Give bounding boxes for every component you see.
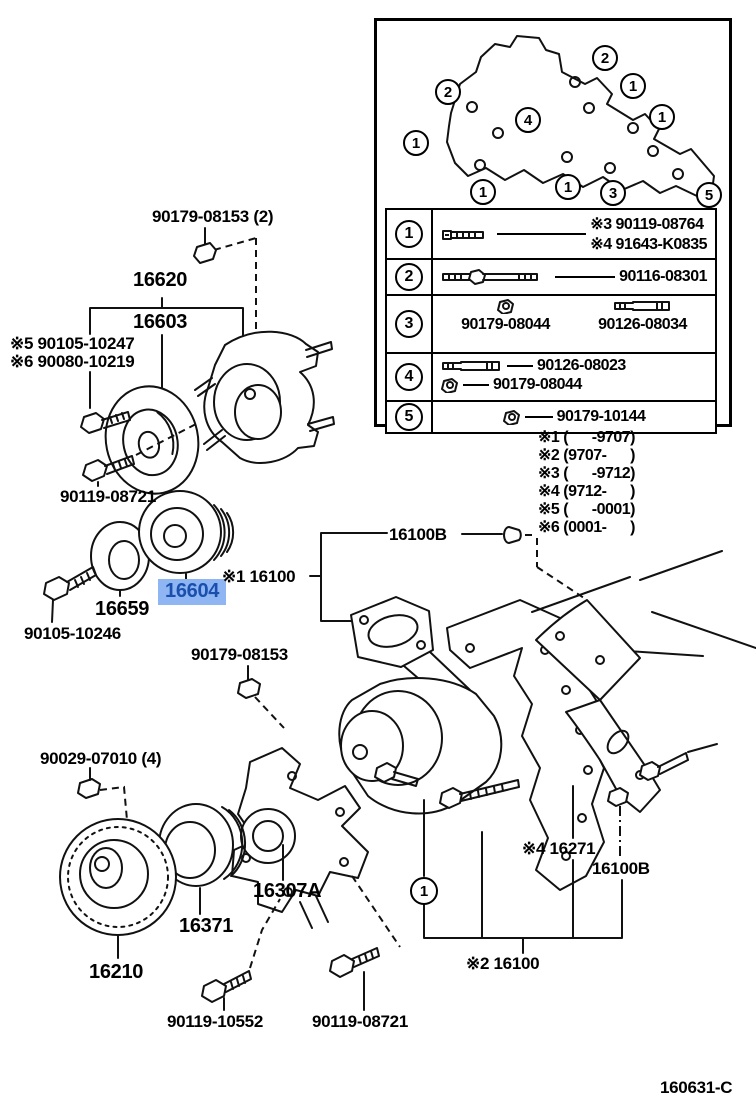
idler-pulley-16604-art xyxy=(43,490,585,623)
table-part-number: 90126-08034 xyxy=(598,316,687,333)
row-callout: 5 xyxy=(395,403,423,431)
water-pump-art xyxy=(338,596,605,891)
part-label-90119-08721-top: 90119-08721 xyxy=(60,487,156,506)
table-part-number: 90116-08301 xyxy=(619,268,707,285)
part-label-16271-star4: ※4 16271 xyxy=(522,839,596,858)
part-label-16659: 16659 xyxy=(95,598,150,620)
row-callout: 2 xyxy=(395,263,423,291)
table-part-number: 90179-10144 xyxy=(556,408,646,425)
stud-icon xyxy=(613,301,670,311)
part-label-90080-10219: ※6 90080-10219 xyxy=(10,352,135,371)
table-part-number: 90179-08044 xyxy=(493,376,582,393)
nut-icon xyxy=(496,299,514,314)
callout-4: 4 xyxy=(515,107,541,133)
table-part-number: ※3 90119-08764 xyxy=(590,216,704,233)
part-label-16371: 16371 xyxy=(179,915,234,937)
date-range-legend: ※1 ( -9707) ※2 (9707- ) ※3 ( -9712) ※4 (… xyxy=(538,429,636,537)
table-row: 4 90126-08023 90179-08044 xyxy=(387,354,715,402)
part-label-90119-08721-bottom: 90119-08721 xyxy=(312,1012,408,1031)
table-part-number: 90179-08044 xyxy=(461,316,550,333)
callout-2: 2 xyxy=(592,45,618,71)
callout-1: 1 xyxy=(470,179,496,205)
part-label-16100b-bottom: 16100B xyxy=(592,859,650,878)
callout-1: 1 xyxy=(403,130,429,156)
legend-entry: ※5 ( -0001) xyxy=(538,501,636,518)
nut-icon xyxy=(502,410,520,425)
stud-icon xyxy=(442,269,538,285)
table-part-number: ※4 91643-K0835 xyxy=(590,236,707,253)
fastener-table: 1 ※3 90119-08764 ※4 91643-K0835 2 90116-… xyxy=(385,208,717,434)
part-label-16100-star1: ※1 16100 xyxy=(222,567,296,586)
table-row: 3 90179-08044 90126-08034 xyxy=(387,296,715,354)
part-label-16603: 16603 xyxy=(133,311,188,333)
legend-entry: ※4 (9712- ) xyxy=(538,483,636,500)
legend-entry: ※6 (0001- ) xyxy=(538,519,636,536)
table-part-number: 90126-08023 xyxy=(537,357,626,374)
fastener-reference-box: 2 1 1 2 4 1 1 1 3 5 1 ※3 90119-08764 ※4 … xyxy=(374,18,732,434)
nut-icon xyxy=(441,378,458,393)
part-label-16100-star2: ※2 16100 xyxy=(466,954,540,973)
timing-cover-art xyxy=(531,550,756,856)
part-label-90105-10246: 90105-10246 xyxy=(24,624,121,643)
part-label-90029-07010: 90029-07010 (4) xyxy=(40,749,162,768)
row-callout: 3 xyxy=(395,310,423,338)
part-label-16620: 16620 xyxy=(133,269,188,291)
bolt-icon xyxy=(442,230,484,240)
callout-2: 2 xyxy=(435,79,461,105)
callout-1-bottom: 1 xyxy=(410,877,438,905)
legend-entry: ※3 ( -9712) xyxy=(538,465,636,482)
part-label-16100b-top: 16100B xyxy=(389,525,447,544)
part-label-90105-10247: ※5 90105-10247 xyxy=(10,334,135,353)
callout-1: 1 xyxy=(620,73,646,99)
stud-icon xyxy=(442,361,500,371)
part-label-90119-10552: 90119-10552 xyxy=(167,1012,263,1031)
fan-drive-art xyxy=(59,665,401,1011)
row-callout: 1 xyxy=(395,220,423,248)
tensioner-assembly-art xyxy=(80,227,335,495)
bottom-bracket-lines xyxy=(423,785,623,954)
table-row: 5 90179-10144 xyxy=(387,402,715,432)
inset-manifold-art xyxy=(446,35,715,198)
part-label-16210: 16210 xyxy=(89,961,144,983)
callout-1: 1 xyxy=(649,104,675,130)
legend-entry: ※2 (9707- ) xyxy=(538,447,636,464)
callout-1: 1 xyxy=(555,174,581,200)
table-row: 2 90116-08301 xyxy=(387,260,715,296)
part-label-16307a: 16307A xyxy=(253,880,322,902)
table-row: 1 ※3 90119-08764 ※4 91643-K0835 xyxy=(387,210,715,260)
drawing-code: 160631-C xyxy=(660,1078,733,1097)
callout-3: 3 xyxy=(600,180,626,206)
legend-entry: ※1 ( -9707) xyxy=(538,429,636,446)
part-label-16604-selected[interactable]: 16604 xyxy=(158,579,227,605)
row-callout: 4 xyxy=(395,363,423,391)
callout-5: 5 xyxy=(696,182,722,208)
part-label-90179-08153: 90179-08153 xyxy=(191,645,288,664)
part-label-90179-08153-top: 90179-08153 (2) xyxy=(152,207,274,226)
